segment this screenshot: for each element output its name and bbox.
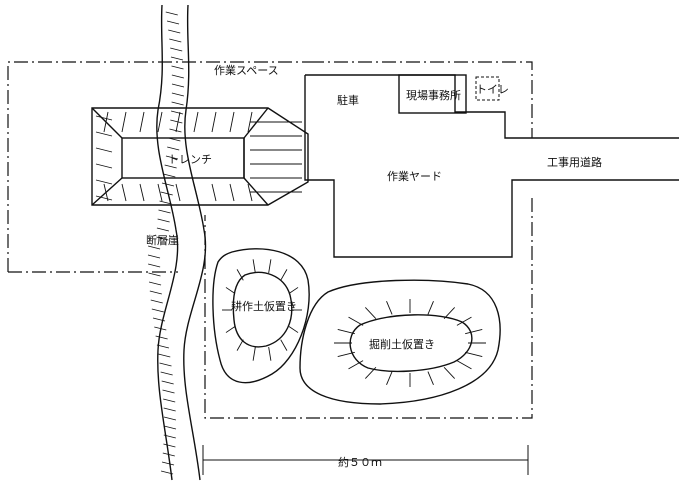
fault-scarp-label: 断層崖 bbox=[146, 233, 179, 247]
toilet-label: トイレ bbox=[476, 83, 509, 96]
site-office-box bbox=[398, 74, 467, 114]
scale-bar bbox=[202, 445, 529, 475]
excavated-soil-storage-label: 掘削土仮置き bbox=[369, 337, 435, 351]
toilet-box bbox=[475, 76, 500, 101]
site-office-label: 現場事務所 bbox=[406, 88, 461, 102]
topsoil-storage-mound bbox=[212, 248, 310, 384]
parking-label: 駐車 bbox=[337, 93, 359, 107]
trench-slope-hatching bbox=[95, 111, 302, 202]
work-space-boundary bbox=[7, 61, 310, 273]
trench bbox=[91, 107, 309, 206]
scale-label: 約５０ｍ bbox=[338, 455, 382, 469]
excavated-soil-storage-mound bbox=[299, 279, 501, 405]
work-yard-outline bbox=[304, 74, 679, 258]
topsoil-hatching bbox=[222, 259, 302, 361]
fault-scarp-hatching bbox=[147, 11, 185, 475]
excavated-soil-hatching bbox=[334, 299, 486, 387]
work-space-label: 作業スペース bbox=[214, 64, 279, 77]
fault-scarp bbox=[147, 4, 207, 481]
site-boundary bbox=[204, 61, 533, 419]
trench-label: トレンチ bbox=[168, 153, 212, 166]
topsoil-storage-label: 耕作土仮置き bbox=[231, 299, 297, 313]
construction-road-label: 工事用道路 bbox=[547, 155, 602, 169]
work-yard-label: 作業ヤード bbox=[387, 170, 442, 183]
